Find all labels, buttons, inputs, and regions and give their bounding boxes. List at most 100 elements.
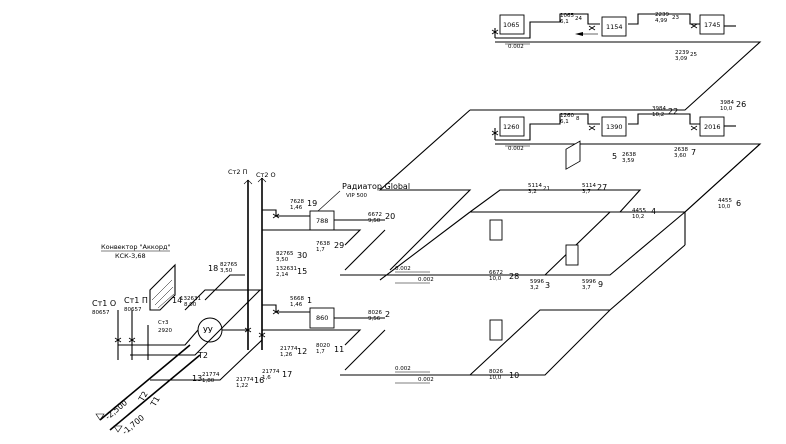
floor1-label: 16 [254, 376, 264, 385]
elevation-label: -1,700 [121, 413, 147, 436]
riser-label: 10 [509, 371, 519, 380]
floor2-label: 26 [736, 100, 746, 109]
floor1-label: 21774 [202, 372, 220, 378]
radiator-2016-label: 2016 [704, 123, 721, 131]
floor1-label: 30 [297, 251, 307, 260]
pump-label: УУ [203, 326, 213, 335]
floor2-label: 3,60 [674, 153, 687, 159]
floor2-label: 5 [612, 152, 617, 161]
radiator-1260[interactable] [499, 116, 525, 137]
floor3-label: 24 [575, 16, 582, 22]
riser-label: 8026 [489, 369, 503, 375]
slope-label: 0.002 [395, 266, 411, 272]
floor1-label: 19 [307, 199, 317, 208]
riser-label: 4455 [632, 208, 646, 214]
radiator-1390[interactable] [601, 116, 627, 137]
main-t2-label: Т2 [136, 390, 149, 404]
riser-st2p-label: Ст2 П [228, 168, 248, 176]
mid-line [340, 211, 612, 276]
floor2-label: 2638 [674, 147, 688, 153]
floor1-label: 2 [385, 310, 390, 319]
valve-icon[interactable] [588, 125, 596, 131]
slope-label: 0.002 [418, 277, 434, 283]
flow-arrow-icon [575, 32, 583, 36]
valve-icon[interactable] [588, 25, 596, 31]
convector[interactable] [149, 263, 176, 311]
riser-label: 27 [597, 183, 607, 192]
floor1-label: 2,14 [276, 272, 289, 278]
floor1-label: 1,6 [262, 375, 271, 381]
floor3-label: 25 [690, 52, 697, 58]
floor2-label: 3984 [720, 100, 734, 106]
riser-radiator[interactable] [489, 319, 503, 341]
heat-unit-group: Конвектор "Аккорд" КСК-3,68 УУ Ст1 О 806… [92, 243, 266, 437]
floor1-bot-branch [262, 304, 310, 313]
riser-radiator[interactable] [565, 140, 581, 170]
riser-label: 3,2 [530, 285, 539, 291]
slope-label: 0.002 [418, 377, 434, 383]
radiator-1390-label: 1390 [606, 123, 623, 131]
slope-label: 0.002 [508, 44, 524, 50]
radiator-1154-label: 1154 [606, 23, 623, 31]
floor1-label: 1,26 [280, 352, 293, 358]
riser-label: 6672 [489, 270, 503, 276]
elevation-marker-icon [95, 413, 105, 421]
floor1-label: 3,50 [276, 257, 289, 263]
floor1-label: 82765 [220, 262, 238, 268]
floor3-label: 4,99 [655, 18, 668, 24]
air-vent-icon [243, 179, 253, 185]
floor1-label: 6672 [368, 212, 382, 218]
floor1-lower-b [469, 309, 610, 376]
riser-label: 9 [598, 280, 603, 289]
floor3-label: 6,1 [560, 19, 569, 25]
floor1-label: 1,7 [316, 349, 325, 355]
riser-label: 3,7 [582, 285, 591, 291]
radiator-1065[interactable] [499, 14, 525, 35]
valve-icon[interactable] [690, 23, 698, 29]
floor1-label: 11 [334, 345, 344, 354]
floor2-label: 3,59 [622, 158, 635, 164]
floor3-label: 1065 [560, 13, 574, 19]
floor2-label: 2638 [622, 152, 636, 158]
floor1-label: 7638 [316, 241, 330, 247]
riser-zigzag-2 [379, 211, 471, 281]
floor3-label: 2239 [675, 50, 689, 56]
radiator-note: Радиатор Global [342, 182, 410, 191]
riser-st2o-label: Ст2 О [256, 171, 276, 179]
node-14-value: 8,00 [184, 302, 197, 308]
riser-radiator[interactable] [489, 219, 503, 241]
floor1-label: 1,22 [236, 383, 248, 389]
riser-label: 5114 [582, 183, 596, 189]
floor1-upper-diag [344, 229, 386, 271]
floor1-label: 21774 [262, 369, 280, 375]
node-14-value: 132631 [180, 296, 201, 302]
floor2-pipe-b [628, 113, 700, 125]
floor1-label: 1 [307, 296, 312, 305]
unit-pipe-c [130, 289, 261, 356]
riser-label: 3,2 [528, 189, 537, 195]
main-input-t1 [109, 354, 201, 431]
riser-zigzag-1 [378, 109, 472, 271]
riser-label: 4455 [718, 198, 732, 204]
radiator-1154[interactable] [601, 16, 627, 37]
floor1-label: 82765 [276, 251, 294, 257]
floor1-label: 17 [282, 370, 292, 379]
floor1-label: 9,50 [368, 218, 381, 224]
riser-label: 4 [651, 207, 656, 216]
unit-pipe-a [118, 329, 199, 346]
valve-icon[interactable] [690, 125, 698, 131]
main-t2-label: Т2 [197, 351, 208, 360]
floor1-lower-diag [344, 329, 386, 371]
floor1-label: 15 [297, 267, 307, 276]
floor2-group: 1260 1390 2016 1260 6,1 8 3984 10,2 22 3… [470, 100, 762, 213]
mid-return [684, 143, 761, 213]
floor3-label: 23 [672, 15, 679, 21]
riser-radiator[interactable] [565, 244, 579, 266]
riser-st3-value: 2920 [158, 328, 172, 334]
floor1-label: 7628 [290, 199, 304, 205]
floor1-group: Ст2 П Ст2 О 788 Радиатор Global VIP 500 … [192, 168, 470, 389]
floor1-label: 3,50 [220, 268, 233, 274]
riser-label: 6 [736, 199, 741, 208]
radiator-note: VIP 500 [346, 193, 367, 199]
